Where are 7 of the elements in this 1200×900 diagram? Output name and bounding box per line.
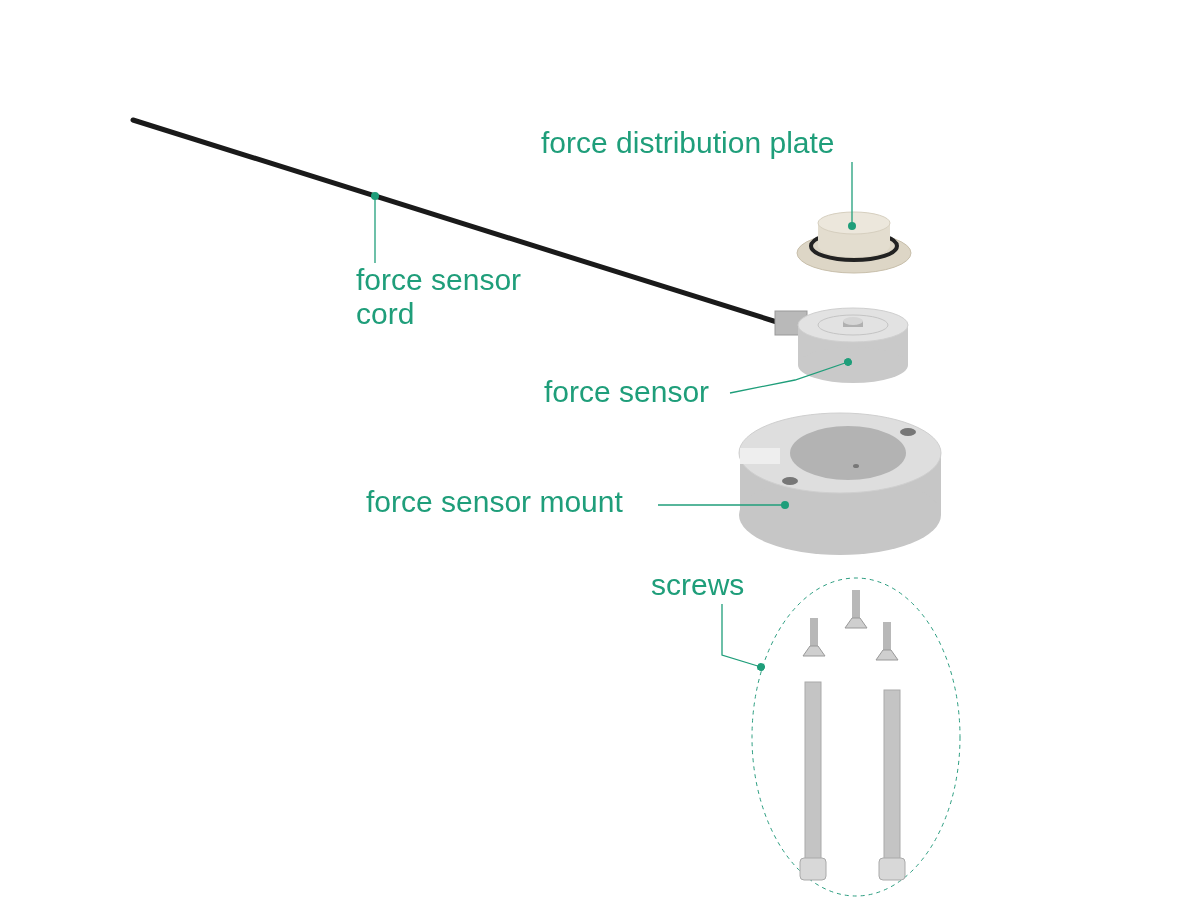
leader-line bbox=[657, 501, 789, 509]
part-label: screws bbox=[651, 568, 745, 602]
leader-line bbox=[848, 161, 856, 230]
leader-line bbox=[721, 603, 765, 671]
part-label: force sensor mount bbox=[366, 485, 623, 519]
leader-line bbox=[729, 358, 852, 394]
part-label: force sensor bbox=[544, 375, 710, 409]
